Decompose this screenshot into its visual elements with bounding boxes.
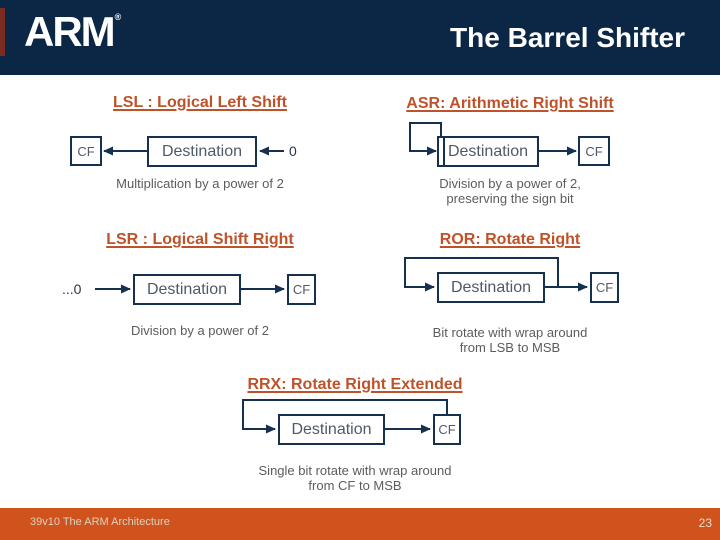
lsl-section-title: LSL : Logical Left Shift [113,94,287,111]
footer-course-label: 39v10 The ARM Architecture [30,516,170,528]
asr-destination-box: Destination [437,136,539,167]
ror-caption: Bit rotate with wrap around from LSB to … [385,325,635,355]
footer-bar: 39v10 The ARM Architecture 23 [0,508,720,540]
rrx-destination-label: Destination [291,420,372,438]
ror-cf-label: CF [595,280,614,295]
lsr-zero-input-label: ...0 [62,281,82,297]
ror-destination-box: Destination [437,272,545,303]
lsr-section-title: LSR : Logical Shift Right [106,231,294,248]
asr-cf-label: CF [585,143,603,159]
lsl-cf-box: CF [70,136,102,166]
asr-cf-box: CF [578,136,610,166]
ror-section-title: ROR: Rotate Right [439,231,581,248]
red-accent-strip [0,8,5,56]
lsl-cf-label: CF [77,143,95,159]
rrx-cf-label: CF [438,422,456,437]
rrx-section-title: RRX: Rotate Right Extended [247,376,463,393]
asr-sign-bit-line [443,138,445,165]
lsl-destination-box: Destination [147,136,257,167]
lsr-cf-label: CF [292,282,311,297]
rrx-caption-line1: Single bit rotate with wrap around [258,463,452,478]
lsl-zero-input-label: 0 [289,143,297,159]
asr-section-title: ASR: Arithmetic Right Shift [406,95,614,112]
rrx-caption: Single bit rotate with wrap around from … [220,463,490,493]
registered-trademark-mark: ® [114,12,122,22]
asr-caption-line2: preserving the sign bit [446,191,574,206]
rrx-cf-box: CF [433,414,461,445]
lsr-caption: Division by a power of 2 [130,323,269,338]
asr-caption-line1: Division by a power of 2, [439,176,581,191]
ror-caption-line1: Bit rotate with wrap around [432,325,588,340]
lsl-caption: Multiplication by a power of 2 [116,176,284,191]
arm-logo-text: ARM [24,8,116,55]
rrx-destination-box: Destination [278,414,385,445]
slide-title: The Barrel Shifter [450,22,685,53]
lsr-destination-label: Destination [146,280,228,298]
ror-cf-box: CF [590,272,619,303]
lsr-cf-box: CF [287,274,316,305]
ror-destination-label: Destination [450,278,532,296]
rrx-caption-line2: from CF to MSB [308,478,402,493]
arm-logo: ARM® [24,8,122,55]
lsl-destination-label: Destination [161,142,243,160]
header-bar: ARM® The Barrel Shifter [0,0,720,75]
asr-destination-label: Destination [447,142,529,160]
lsr-destination-box: Destination [133,274,241,305]
asr-caption: Division by a power of 2, preserving the… [385,176,635,206]
ror-caption-line2: from LSB to MSB [459,340,561,355]
footer-page-number: 23 [698,516,712,530]
